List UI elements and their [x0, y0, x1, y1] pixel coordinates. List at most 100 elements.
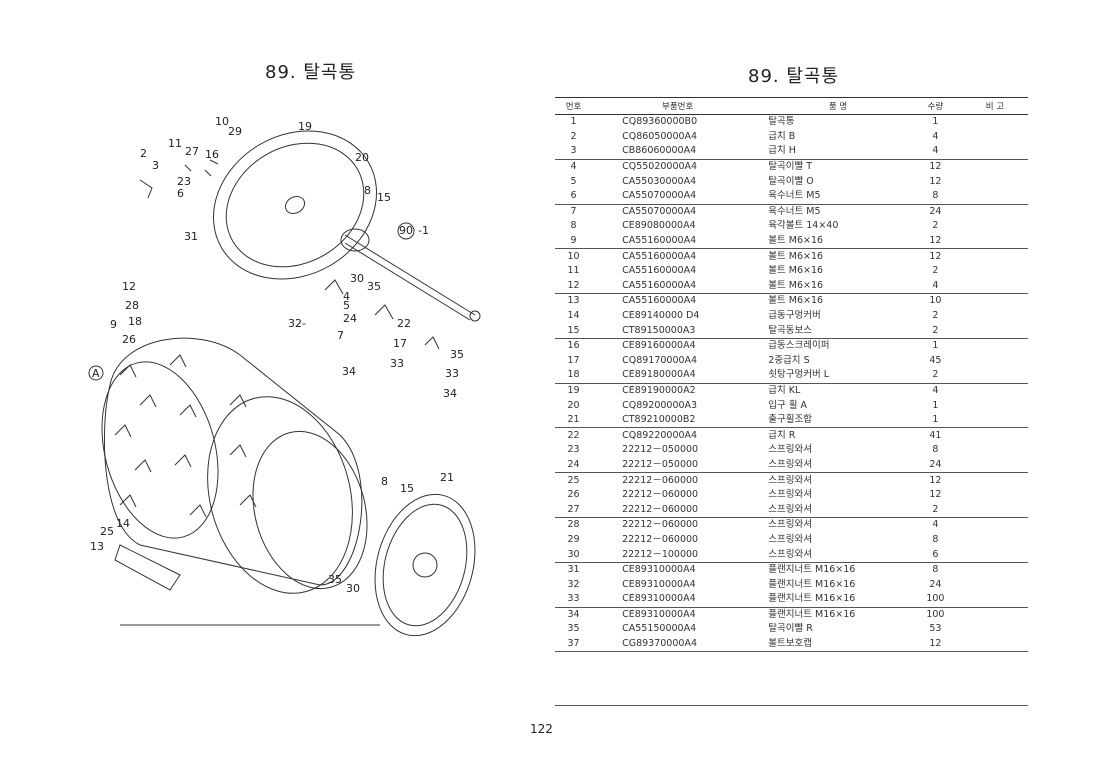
cell-part-no: CG89370000A4: [592, 636, 735, 653]
cell-part-no: CQ89360000B0: [622, 116, 698, 128]
cell-part-no: CQ89170000A4: [622, 354, 698, 366]
cell-qty: 45: [929, 354, 942, 366]
cell-no: 4: [570, 161, 577, 173]
exploded-parts-diagram: 10 29 19 11 27 16 2 3 23 6 20 8 15 31 90…: [88, 115, 481, 637]
cell-qty: 12: [929, 489, 942, 501]
cell-name: 급동구멍커버: [768, 310, 821, 322]
outlet-wheel: [374, 493, 476, 637]
cell-qty: 4: [932, 130, 939, 142]
cell-note: [961, 233, 1028, 250]
callout-label: 15: [400, 482, 414, 495]
callout-label: 13: [90, 540, 104, 553]
cell-part-no: CQ86050000A4: [622, 130, 698, 142]
header-no: 번호: [555, 97, 593, 115]
cell-part-no: CE89180000A4: [592, 368, 735, 384]
callout-label: 35: [328, 573, 342, 586]
right-page-title: 89. 탈곡통: [748, 66, 840, 87]
cell-name: 육수너트 M5: [734, 188, 909, 205]
cell-qty: 4: [908, 278, 962, 295]
cell-part-no: CE89310000A4: [622, 608, 696, 620]
callout-label: 35: [367, 280, 381, 293]
cell-part-no: 22212－050000: [592, 457, 735, 474]
cell-qty: 8: [932, 564, 939, 576]
callout-label: 22: [397, 317, 411, 330]
cell-note: [962, 562, 1028, 577]
callout-label: 19: [298, 120, 312, 133]
cell-no: 14: [567, 310, 580, 322]
cell-qty: 2: [932, 265, 939, 277]
cell-part-no: CA55160000A4: [622, 250, 697, 262]
cell-qty: 8: [932, 533, 939, 545]
cell-qty: 100: [926, 608, 945, 620]
callout-label: 18: [128, 315, 142, 328]
cell-no: 18: [555, 368, 593, 384]
cell-name: 탈곡이빨 T: [768, 161, 813, 173]
cell-note: [962, 518, 1028, 533]
drum-shaft: [344, 234, 476, 316]
cell-qty: 12: [929, 474, 942, 486]
cell-name: 스프링와셔: [768, 489, 812, 501]
cell-name: 탈곡통: [768, 116, 795, 128]
cell-note: [962, 533, 1028, 548]
callout-label: 35: [450, 348, 464, 361]
cell-part-no: CB86060000A4: [592, 144, 735, 160]
cell-name: 플랜지너트 M16×16: [734, 592, 909, 608]
cell-note: [961, 502, 1028, 519]
cell-note: [962, 473, 1028, 488]
cell-part-no: CE89310000A4: [622, 578, 696, 590]
drum-body: [103, 337, 363, 586]
cell-name: 출구휠조합: [734, 412, 909, 429]
cell-note: [961, 636, 1028, 653]
callout-label: 26: [122, 333, 136, 346]
cell-note: [962, 622, 1028, 637]
cell-part-no: CA55070000A4: [592, 188, 735, 205]
cell-note: [961, 547, 1028, 563]
cell-no: 27: [555, 502, 593, 519]
cell-part-no: CT89150000A3: [592, 323, 735, 339]
callout-label: 29: [228, 125, 242, 138]
cell-no: 8: [570, 220, 577, 232]
cell-name: 육각볼트 14×40: [768, 220, 839, 232]
cell-name: 급치 H: [734, 144, 909, 160]
cell-qty: 12: [929, 161, 942, 173]
cell-name: 스프링와셔: [734, 457, 909, 474]
cell-no: 37: [555, 636, 593, 653]
left-page-title: 89. 탈곡통: [265, 62, 357, 83]
callout-label: 5: [343, 299, 350, 312]
cell-no: 15: [555, 323, 593, 339]
callout-label: 20: [355, 151, 369, 164]
cell-note: [962, 354, 1028, 369]
cell-no: 12: [555, 278, 593, 295]
cell-note: [961, 278, 1028, 295]
cell-qty: 2: [932, 310, 939, 322]
cell-name: 급치 R: [768, 429, 796, 441]
cell-note: [962, 383, 1028, 398]
cell-note: [962, 130, 1028, 145]
cell-qty: 12: [908, 636, 962, 653]
cell-part-no: 22212－050000: [622, 444, 699, 456]
cell-no: 30: [555, 547, 593, 563]
cell-qty: 12: [929, 250, 942, 262]
callout-label: 4: [343, 290, 350, 303]
cell-note: [962, 338, 1028, 353]
cell-name: 탈곡동보스: [734, 323, 909, 339]
cell-part-no: CE89160000A4: [622, 340, 696, 352]
cell-qty: 2: [908, 368, 962, 384]
cell-qty: 1: [908, 412, 962, 429]
callout-label: 12: [122, 280, 136, 293]
cell-note: [961, 457, 1028, 474]
callout-label: 30: [350, 272, 364, 285]
callout-label: 7: [337, 329, 344, 342]
cell-note: [961, 412, 1028, 429]
